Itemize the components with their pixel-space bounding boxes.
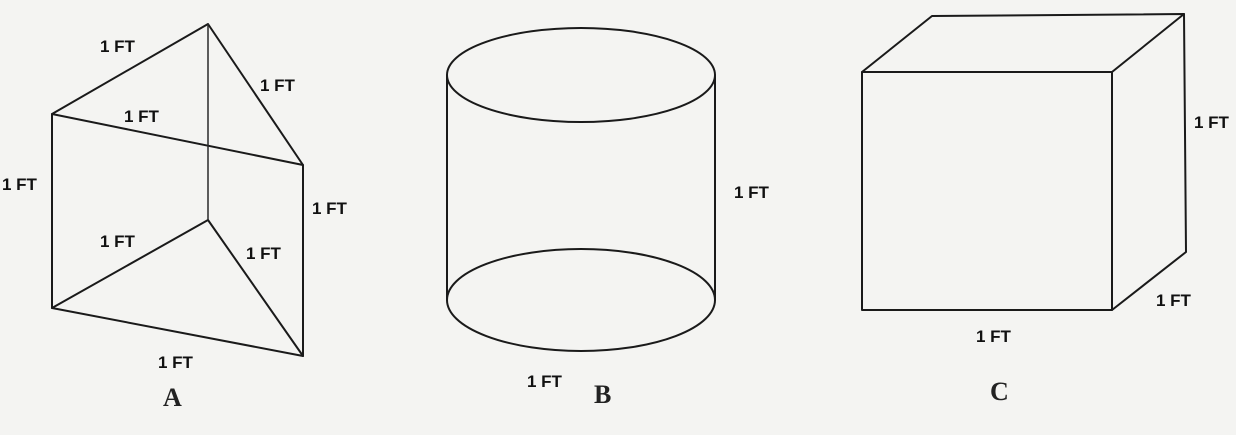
cube-dim-depth: 1 FT xyxy=(1156,291,1192,310)
cylinder-dim-bottom: 1 FT xyxy=(527,372,563,391)
cube-figure-letter: C xyxy=(990,377,1009,406)
prism-bottom-triangle xyxy=(51,219,304,357)
cube-front-face xyxy=(861,71,1113,311)
cylinder-top-ellipse xyxy=(446,27,716,123)
prism-figure-letter: A xyxy=(163,383,182,412)
prism-top-triangle xyxy=(51,23,304,166)
cylinder-figure-letter: B xyxy=(594,380,611,409)
cube-dim-width: 1 FT xyxy=(976,327,1012,346)
prism-dim-top-right: 1 FT xyxy=(260,76,296,95)
prism-dim-left-height: 1 FT xyxy=(2,175,38,194)
prism-dim-top-front: 1 FT xyxy=(124,107,160,126)
prism-dim-right-height: 1 FT xyxy=(312,199,348,218)
prism-dim-bottom-front: 1 FT xyxy=(158,353,194,372)
cube-top-face xyxy=(861,13,1185,73)
cube: 1 FT 1 FT 1 FT C xyxy=(861,13,1230,406)
cube-right-face xyxy=(1111,13,1187,311)
cylinder-dim-height: 1 FT xyxy=(734,183,770,202)
cylinder-bottom-ellipse xyxy=(446,248,716,352)
cube-dim-height: 1 FT xyxy=(1194,113,1230,132)
prism-dim-bottom-back-right: 1 FT xyxy=(246,244,282,263)
prism-dim-bottom-back-left: 1 FT xyxy=(100,232,136,251)
prism-dim-top-left: 1 FT xyxy=(100,37,136,56)
cylinder: 1 FT 1 FT B xyxy=(446,27,770,409)
triangular-prism: 1 FT 1 FT 1 FT 1 FT 1 FT 1 FT 1 FT 1 FT … xyxy=(2,23,348,412)
